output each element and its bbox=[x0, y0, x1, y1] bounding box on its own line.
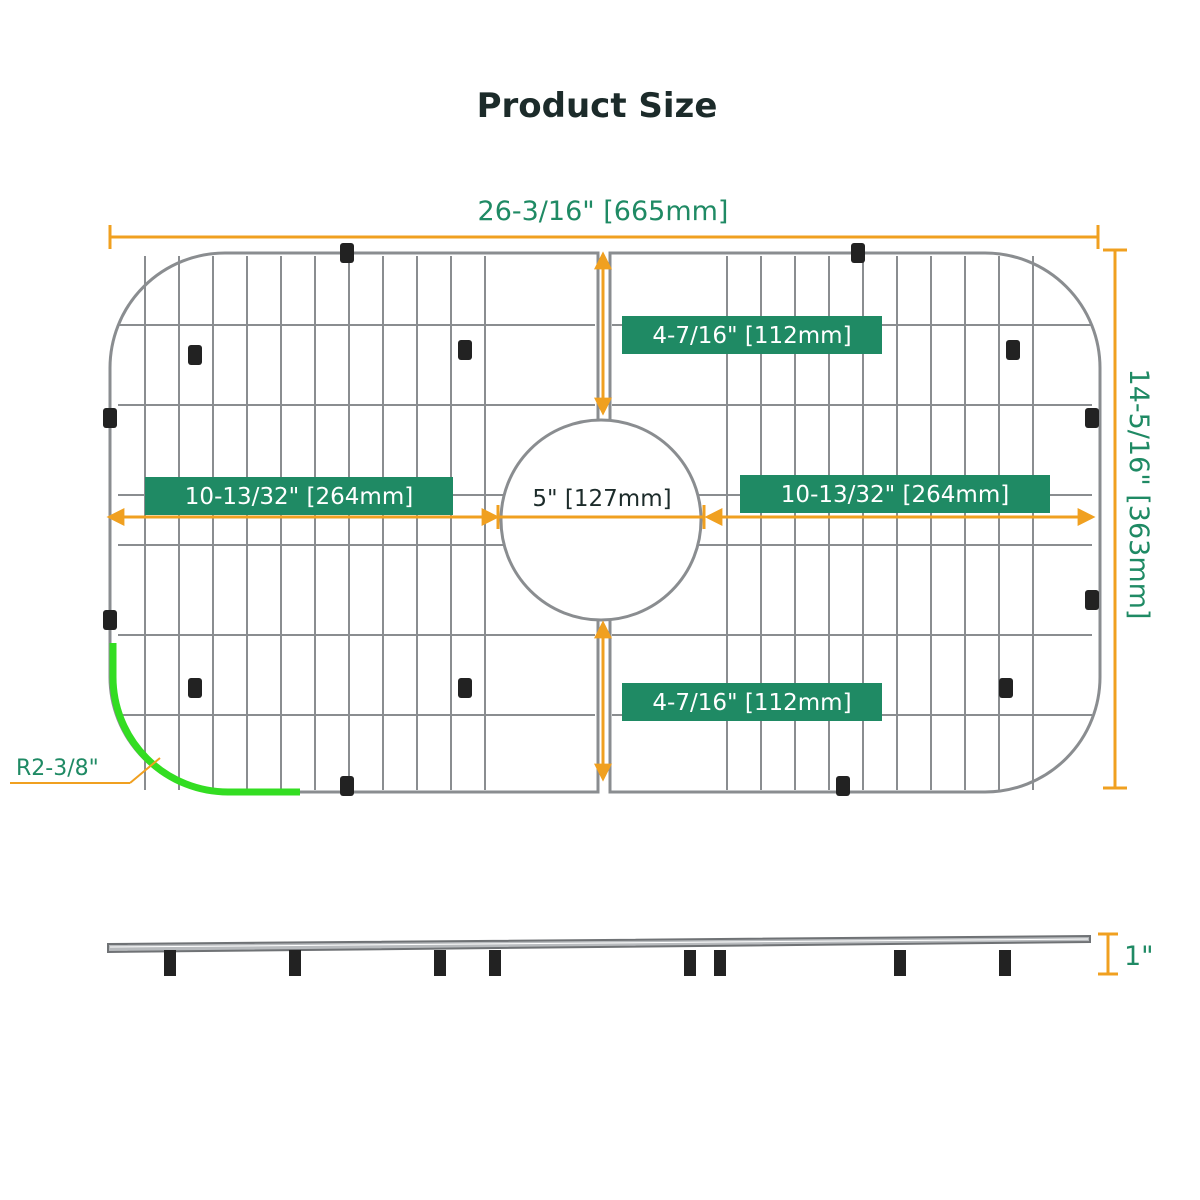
corner-radius-label: R2-3/8" bbox=[16, 756, 99, 781]
rubber-foot-icon bbox=[340, 776, 354, 796]
rubber-foot-icon bbox=[289, 950, 301, 976]
right-half-dimension: 10-13/32" [264mm] bbox=[704, 475, 1096, 526]
rubber-foot-icon bbox=[103, 610, 117, 630]
overall-depth-dimension: 14-5/16" [363mm] bbox=[1103, 248, 1154, 790]
overall-depth-label: 14-5/16" [363mm] bbox=[1123, 369, 1154, 620]
rubber-foot-icon bbox=[458, 678, 472, 698]
right-half-label: 10-13/32" [264mm] bbox=[781, 482, 1009, 508]
rubber-foot-icon bbox=[999, 950, 1011, 976]
corner-radius-dimension: R2-3/8" bbox=[10, 643, 300, 796]
rubber-foot-icon bbox=[894, 950, 906, 976]
rubber-foot-icon bbox=[1006, 340, 1020, 360]
rubber-foot-icon bbox=[1085, 590, 1099, 610]
rubber-foot-icon bbox=[851, 243, 865, 263]
rubber-foot-icon bbox=[836, 776, 850, 796]
rubber-foot-icon bbox=[164, 950, 176, 976]
top-center-dimension: 4-7/16" [112mm] bbox=[594, 251, 882, 416]
rubber-foot-icon bbox=[1085, 408, 1099, 428]
rubber-foot-icon bbox=[684, 950, 696, 976]
overall-width-dimension: 26-3/16" [665mm] bbox=[108, 196, 1100, 249]
rubber-foot-icon bbox=[188, 678, 202, 698]
drain-hole-ring bbox=[499, 418, 703, 622]
overall-width-label: 26-3/16" [665mm] bbox=[478, 196, 729, 227]
height-label: 1" bbox=[1124, 941, 1154, 972]
rubber-foot-icon bbox=[188, 345, 202, 365]
rubber-foot-icon bbox=[714, 950, 726, 976]
left-half-label: 10-13/32" [264mm] bbox=[185, 484, 413, 510]
side-profile-view bbox=[107, 934, 1091, 976]
rack-outer-frame-right bbox=[608, 251, 1102, 794]
bottom-center-label: 4-7/16" [112mm] bbox=[652, 690, 851, 716]
bottom-center-dimension: 4-7/16" [112mm] bbox=[594, 620, 882, 782]
top-center-label: 4-7/16" [112mm] bbox=[652, 323, 851, 349]
rubber-foot-icon bbox=[458, 340, 472, 360]
rubber-foot-icon bbox=[489, 950, 501, 976]
rubber-foot-icon bbox=[103, 408, 117, 428]
page-title: Product Size bbox=[477, 86, 718, 126]
drain-hole-dimension: 5" [127mm] bbox=[496, 486, 706, 529]
height-dimension: 1" bbox=[1098, 932, 1154, 976]
rubber-foot-icon bbox=[999, 678, 1013, 698]
rubber-foot-icon bbox=[434, 950, 446, 976]
left-half-dimension: 10-13/32" [264mm] bbox=[106, 477, 500, 526]
drain-hole-label: 5" [127mm] bbox=[532, 486, 671, 512]
rubber-foot-icon bbox=[340, 243, 354, 263]
